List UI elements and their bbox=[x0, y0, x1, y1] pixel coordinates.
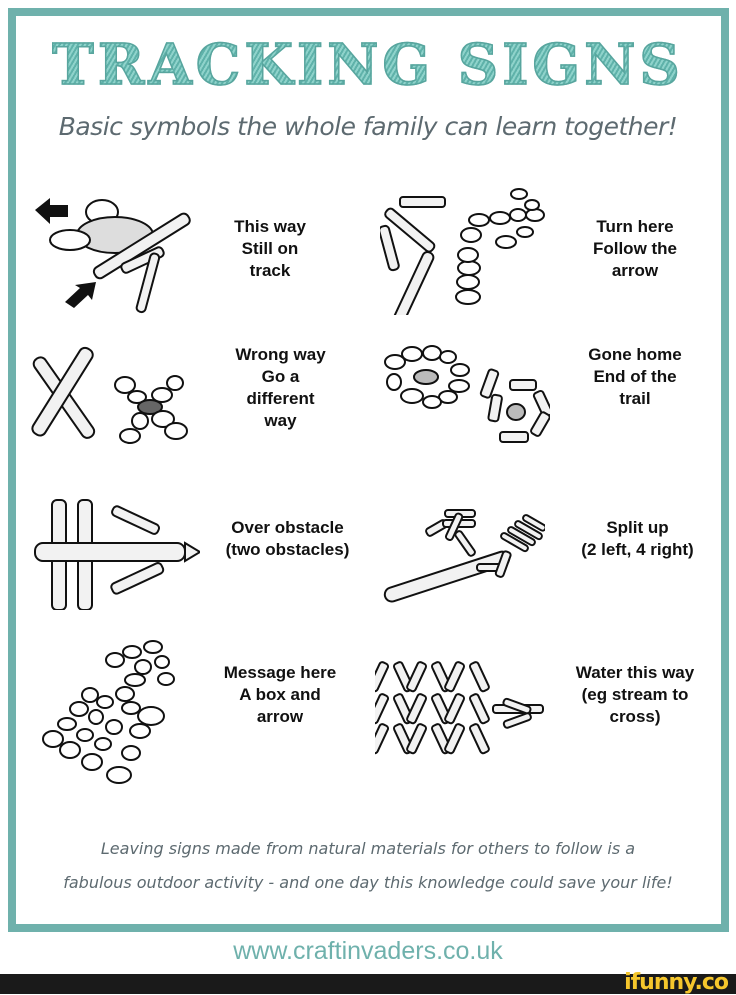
sign-label-turn-here: Turn here Follow the arrow bbox=[592, 217, 678, 280]
watermark-bar: ifunny.co bbox=[0, 970, 736, 995]
poster-title: TRACKING SIGNS bbox=[0, 30, 736, 100]
x-cross-icon bbox=[31, 346, 188, 444]
sign-label-split-up: Split up (2 left, 4 right) bbox=[581, 518, 694, 559]
sign-label-wrong-way: Wrong way Go a different way bbox=[235, 345, 326, 430]
source-url-link[interactable]: www.craftinvaders.co.uk bbox=[233, 937, 503, 965]
sign-label-message-here: Message here A box and arrow bbox=[223, 663, 337, 726]
obstacle-sticks-icon bbox=[34, 499, 200, 610]
poster-subtitle: Basic symbols the whole family can learn… bbox=[58, 112, 678, 141]
footer-line-2: fabulous outdoor activity - and one day … bbox=[63, 873, 673, 892]
chevron-sticks-icon bbox=[375, 660, 544, 756]
turn-arrow-icon bbox=[380, 188, 545, 315]
sign-label-over-obstacle: Over obstacle (two obstacles) bbox=[225, 518, 350, 559]
sign-label-water-this-way: Water this way (eg stream to cross) bbox=[575, 663, 695, 726]
poster-footer: Leaving signs made from natural material… bbox=[40, 832, 696, 900]
footer-line-1: Leaving signs made from natural material… bbox=[100, 839, 636, 858]
rocks-and-sticks-arrow-icon bbox=[35, 198, 191, 314]
poster-frame bbox=[8, 8, 729, 932]
circle-with-center-icon bbox=[384, 345, 550, 443]
sign-label-gone-home: Gone home End of the trail bbox=[588, 345, 682, 408]
split-sticks-icon bbox=[383, 509, 545, 603]
sign-label-this-way: This way Still on track bbox=[234, 217, 306, 280]
ifunny-watermark: ifunny.co bbox=[624, 970, 729, 995]
stone-box-arrow-icon bbox=[42, 640, 175, 784]
